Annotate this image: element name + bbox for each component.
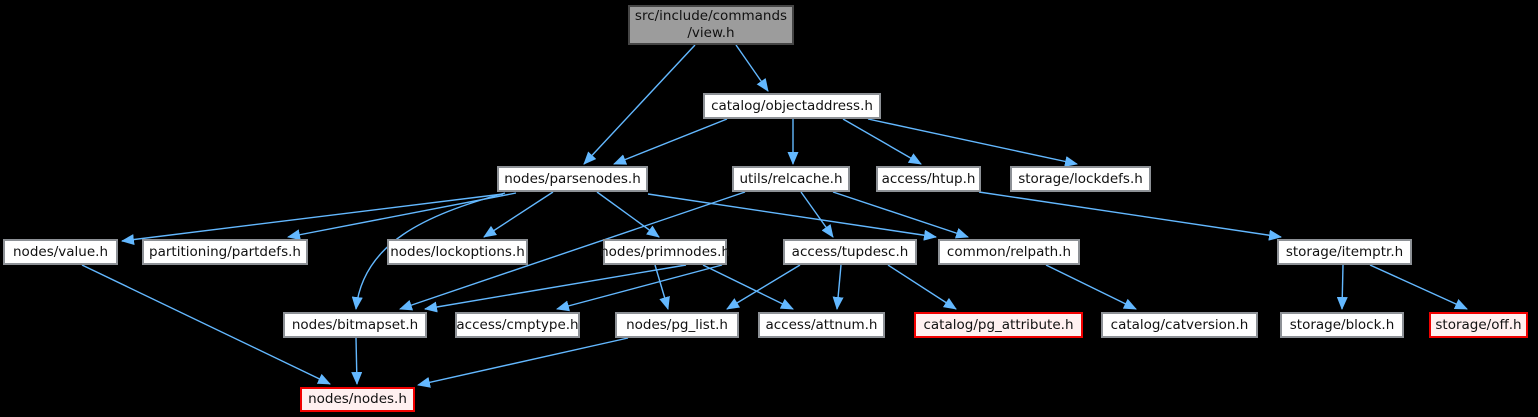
edge-tupdesc-attnum — [832, 264, 844, 310]
edge-primnodes-pg_list — [654, 264, 670, 310]
node-relpath[interactable]: common/relpath.h — [938, 239, 1080, 265]
node-partdefs[interactable]: partitioning/partdefs.h — [142, 239, 308, 265]
node-label-htup: access/htup.h — [881, 170, 976, 187]
edge-primnodes-bitmapset — [424, 264, 687, 313]
edge-parsenodes-primnodes — [596, 191, 660, 238]
node-pg_list[interactable]: nodes/pg_list.h — [615, 312, 739, 338]
node-label-pg_attribute: catalog/pg_attribute.h — [923, 316, 1074, 333]
node-catversion[interactable]: catalog/catversion.h — [1101, 312, 1258, 338]
node-label-view: src/include/commands /view.h — [634, 8, 788, 41]
node-attnum[interactable]: access/attnum.h — [758, 312, 885, 338]
node-htup[interactable]: access/htup.h — [876, 166, 981, 192]
node-nodes[interactable]: nodes/nodes.h — [300, 387, 415, 412]
node-label-relpath: common/relpath.h — [946, 243, 1072, 260]
edge-value-nodes — [81, 264, 331, 385]
node-label-pg_list: nodes/pg_list.h — [626, 316, 728, 333]
edge-parsenodes-relpath — [647, 193, 937, 241]
node-parsenodes[interactable]: nodes/parsenodes.h — [497, 166, 648, 192]
edge-objectaddress-lockdefs — [867, 118, 1078, 167]
edge-view-parsenodes — [583, 44, 696, 165]
node-label-relcache: utils/relcache.h — [739, 170, 843, 187]
node-value[interactable]: nodes/value.h — [3, 239, 118, 265]
node-label-catversion: catalog/catversion.h — [1110, 316, 1249, 333]
edge-objectaddress-parsenodes — [613, 118, 728, 165]
edge-relcache-bitmapset — [399, 191, 746, 311]
node-relcache[interactable]: utils/relcache.h — [732, 166, 850, 192]
node-lockdefs[interactable]: storage/lockdefs.h — [1010, 166, 1151, 192]
edge-parsenodes-lockoptions — [483, 191, 554, 238]
edge-tupdesc-pg_list — [726, 264, 801, 310]
edge-relcache-relpath — [832, 191, 969, 239]
edge-relpath-catversion — [1045, 264, 1137, 310]
node-label-cmptype: access/cmptype.h — [456, 316, 579, 333]
node-view[interactable]: src/include/commands /view.h — [628, 5, 794, 45]
node-objectaddress[interactable]: catalog/objectaddress.h — [703, 93, 881, 119]
edge-pg_list-nodes — [417, 337, 629, 388]
node-label-value: nodes/value.h — [13, 243, 108, 260]
edge-primnodes-cmptype — [556, 264, 723, 312]
node-label-objectaddress: catalog/objectaddress.h — [711, 97, 873, 114]
node-primnodes[interactable]: nodes/primnodes.h — [600, 239, 730, 265]
node-cmptype[interactable]: access/cmptype.h — [455, 312, 580, 338]
edge-tupdesc-pg_attribute — [887, 264, 957, 310]
edge-itemptr-block — [1336, 264, 1348, 310]
node-label-off: storage/off.h — [1435, 316, 1522, 333]
node-label-block: storage/block.h — [1289, 316, 1395, 333]
node-label-nodes: nodes/nodes.h — [308, 391, 407, 408]
edge-bitmapset-nodes — [351, 337, 363, 385]
node-off[interactable]: storage/off.h — [1429, 312, 1528, 338]
node-tupdesc[interactable]: access/tupdesc.h — [783, 239, 917, 265]
node-lockoptions[interactable]: nodes/lockoptions.h — [387, 239, 528, 265]
node-label-parsenodes: nodes/parsenodes.h — [504, 170, 641, 187]
edge-itemptr-off — [1369, 264, 1468, 310]
node-pg_attribute[interactable]: catalog/pg_attribute.h — [914, 312, 1083, 338]
node-label-lockdefs: storage/lockdefs.h — [1018, 170, 1143, 187]
edge-objectaddress-htup — [842, 118, 922, 165]
edge-view-objectaddress — [735, 44, 769, 92]
edge-relcache-tupdesc — [800, 191, 834, 238]
node-itemptr[interactable]: storage/itemptr.h — [1277, 239, 1412, 265]
node-bitmapset[interactable]: nodes/bitmapset.h — [283, 312, 427, 338]
node-label-tupdesc: access/tupdesc.h — [791, 243, 909, 260]
node-label-itemptr: storage/itemptr.h — [1285, 243, 1404, 260]
node-label-partdefs: partitioning/partdefs.h — [149, 243, 301, 260]
edge-parsenodes-value — [121, 193, 504, 245]
edge-primnodes-attnum — [702, 264, 794, 310]
edge-parsenodes-bitmapset — [351, 192, 506, 310]
node-label-bitmapset: nodes/bitmapset.h — [291, 316, 419, 333]
node-label-attnum: access/attnum.h — [765, 316, 878, 333]
node-label-primnodes: nodes/primnodes.h — [600, 243, 730, 260]
node-label-lockoptions: nodes/lockoptions.h — [390, 243, 525, 260]
node-block[interactable]: storage/block.h — [1280, 312, 1404, 338]
edge-htup-itemptr — [978, 191, 1282, 241]
